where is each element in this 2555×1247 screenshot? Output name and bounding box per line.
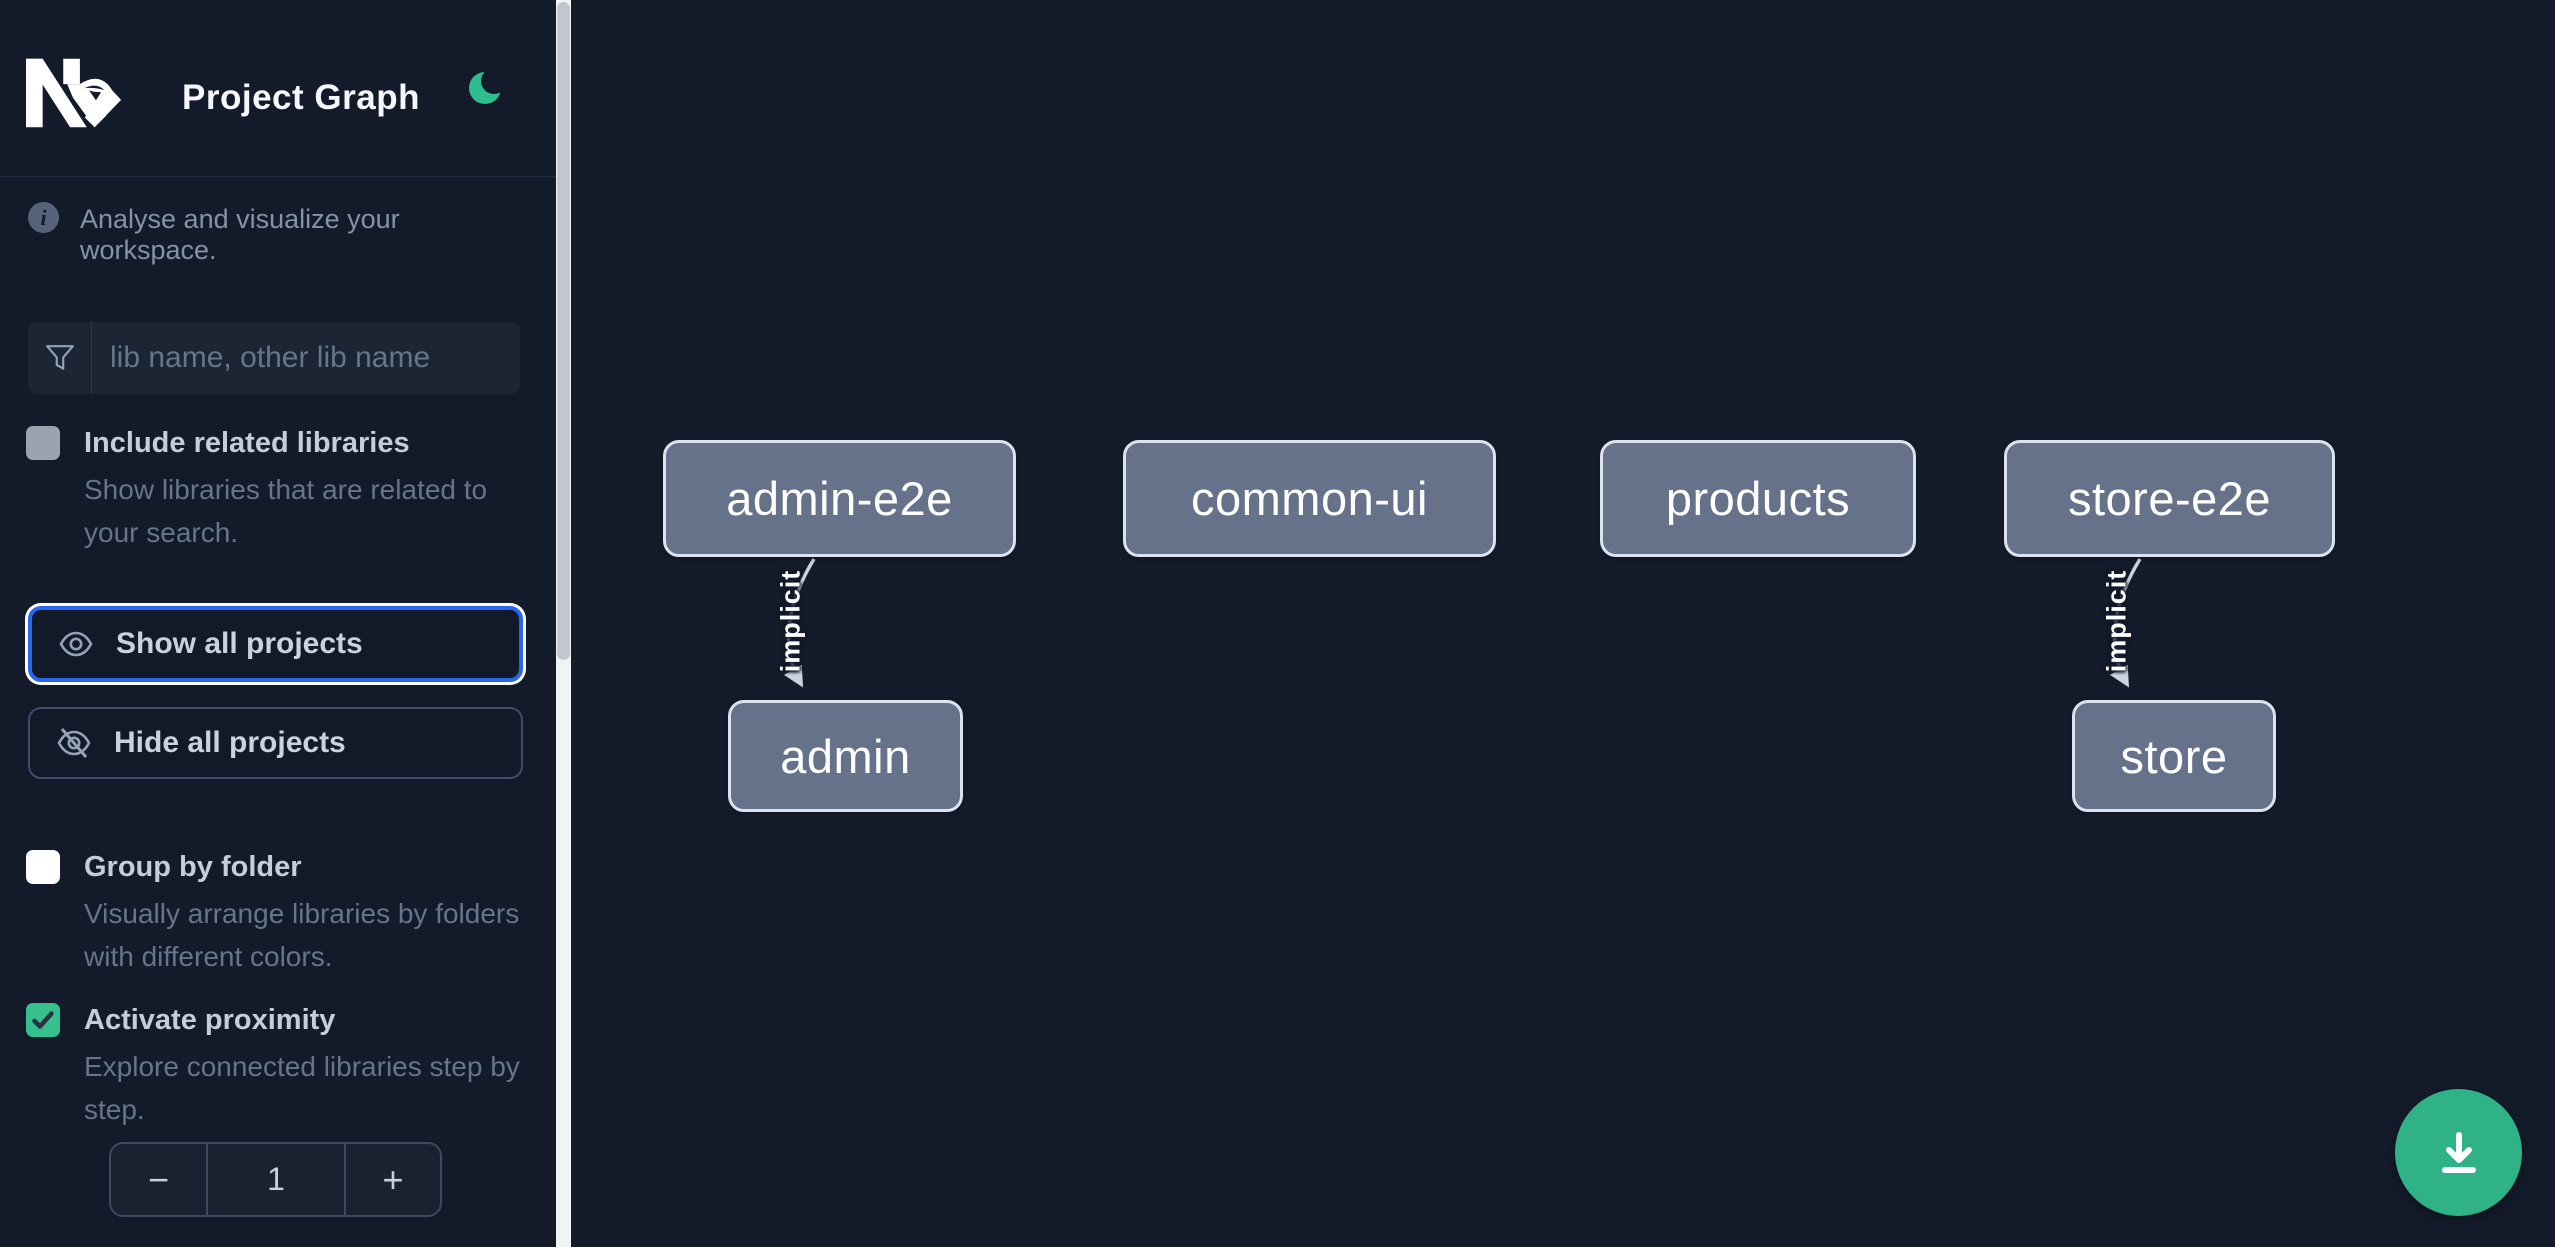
edge-admin-e2e-admin[interactable] (784, 558, 816, 688)
group-by-folder-checkbox[interactable] (26, 850, 60, 884)
proximity-stepper: − 1 + (109, 1142, 442, 1217)
info-icon: i (28, 202, 59, 233)
graph-node-admin[interactable]: admin (728, 700, 963, 812)
sidebar: Project Graph i Analyse and visualize yo… (0, 0, 556, 1247)
activate-proximity-label[interactable]: Activate proximity (84, 1004, 336, 1036)
sidebar-header: Project Graph (0, 0, 556, 177)
moon-icon (469, 68, 507, 104)
activate-proximity-checkbox[interactable] (26, 1003, 60, 1037)
proximity-increase-button[interactable]: + (344, 1144, 440, 1215)
download-image-button[interactable] (2395, 1089, 2522, 1216)
graph-node-admin-e2e[interactable]: admin-e2e (663, 440, 1016, 557)
check-icon (32, 1011, 54, 1029)
funnel-icon (28, 322, 92, 394)
graph-node-store-e2e[interactable]: store-e2e (2004, 440, 2335, 557)
show-all-projects-button[interactable]: Show all projects (28, 606, 523, 682)
graph-node-store[interactable]: store (2072, 700, 2276, 812)
filter-input[interactable] (92, 322, 520, 394)
group-by-folder-label[interactable]: Group by folder (84, 851, 302, 883)
show-all-projects-label: Show all projects (116, 627, 363, 660)
download-icon (2441, 1131, 2476, 1173)
page-title: Project Graph (182, 78, 420, 117)
edge-store-e2e-store[interactable] (2110, 558, 2142, 688)
proximity-value: 1 (267, 1161, 285, 1197)
include-related-checkbox[interactable] (26, 426, 60, 460)
intro-text: Analyse and visualize your workspace. (80, 204, 400, 265)
hide-all-projects-label: Hide all projects (114, 726, 346, 759)
graph-node-products[interactable]: products (1600, 440, 1916, 557)
graph-node-common-ui[interactable]: common-ui (1123, 440, 1496, 557)
group-by-folder-description: Visually arrange libraries by folders wi… (84, 898, 520, 972)
hide-all-projects-button[interactable]: Hide all projects (28, 707, 523, 779)
graph-canvas[interactable] (571, 0, 2555, 1247)
nx-logo (26, 58, 122, 128)
eye-off-icon (56, 725, 92, 761)
theme-toggle-button[interactable] (466, 67, 508, 109)
sidebar-scrollbar-track (556, 0, 571, 1247)
proximity-decrease-button[interactable]: − (111, 1144, 208, 1215)
include-related-label[interactable]: Include related libraries (84, 427, 410, 459)
eye-icon (58, 626, 94, 662)
sidebar-scrollbar-thumb[interactable] (557, 2, 570, 660)
filter-box (28, 322, 520, 394)
activate-proximity-description: Explore connected libraries step by step… (84, 1051, 520, 1125)
include-related-description: Show libraries that are related to your … (84, 474, 488, 548)
